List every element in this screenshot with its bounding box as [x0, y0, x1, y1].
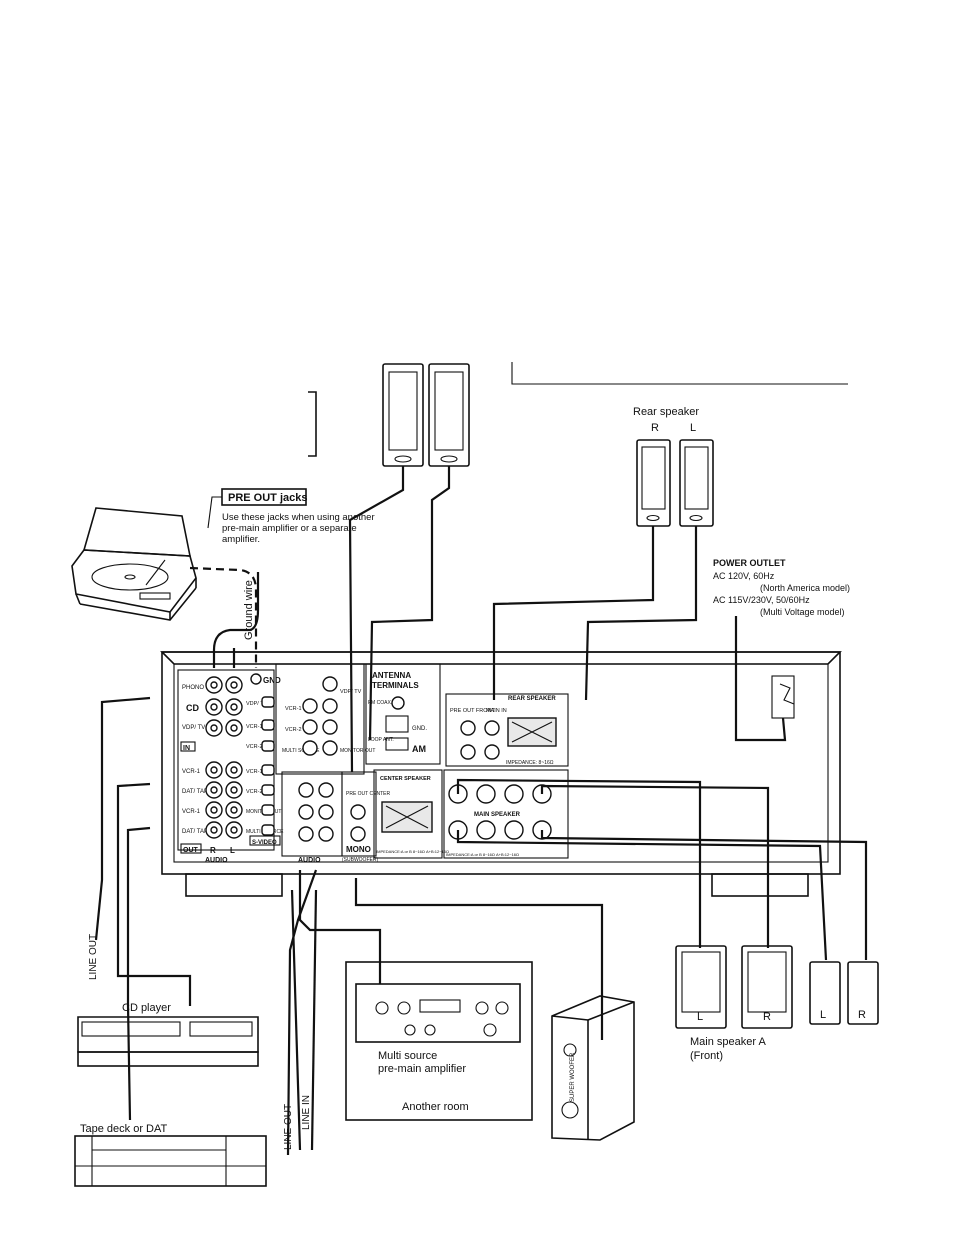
in-label: IN [183, 745, 190, 752]
vcr2-col2-label: VCR-2 [285, 727, 302, 733]
main-speaker-a-l: L [697, 1011, 703, 1023]
top-bracket [308, 362, 848, 457]
impedance-rear-label: IMPEDANCE: 8~16Ω [506, 760, 554, 766]
subwoofer-brand: SUPER WOOFER [570, 1052, 576, 1102]
power-cord-block [771, 675, 795, 719]
vcr1-label: VCR-1 [182, 769, 201, 775]
monitor-out-col2-label: MONITOR OUT [340, 748, 375, 754]
antenna-loop-label: LOOP ANT. [368, 737, 394, 743]
mono-label: MONO [346, 845, 371, 854]
pre-out-center-label: PRE OUT CENTER [346, 791, 390, 797]
line-out-left-label: LINE OUT [88, 934, 99, 980]
pre-out-callout: PRE OUT jacks Use these jacks when using… [207, 488, 375, 545]
antenna-am-label: AM [412, 744, 426, 754]
audio-label-left: AUDIO [205, 857, 228, 864]
video-jacks [261, 696, 275, 836]
pre-out-title: PRE OUT jacks [228, 492, 307, 504]
top-speaker-right [428, 363, 470, 467]
tape-deck-label: Tape deck or DAT [80, 1123, 168, 1135]
pre-out-text-2: pre-main amplifier or a separate [222, 523, 357, 534]
s-video-label: S-VIDEO [252, 840, 277, 846]
tape-deck: Tape deck or DAT [74, 1123, 267, 1187]
ground-wire [189, 566, 258, 668]
main-speakers: L R L R Main speaker A (Front) [675, 945, 879, 1062]
main-speaker-a-r: R [763, 1011, 771, 1023]
antenna-title-2: TERMINALS [372, 681, 419, 690]
vcr1-video-label: VCR-1 [246, 724, 263, 730]
power-outlet-line-1: AC 120V, 60Hz [713, 571, 775, 581]
cd-label: CD [186, 703, 199, 713]
rear-speaker-panel-label: REAR SPEAKER [508, 696, 556, 702]
video-mid-jacks [302, 676, 338, 756]
subwoofer: SUPER WOOFER [551, 995, 635, 1141]
pre-out-text-3: amplifier. [222, 534, 260, 545]
main-speaker-a-label-1: Main speaker A [690, 1036, 766, 1048]
multi-source-col2-label: MULTI SOURCE [282, 748, 320, 754]
power-outlet-line-3: AC 115V/230V, 50/60Hz [713, 595, 810, 605]
line-in-mid-label: LINE IN [301, 1095, 312, 1130]
impedance-main-label: IMPEDANCE:A or B 8~16Ω A+B:12~16Ω [446, 852, 519, 857]
rear-speaker-title: Rear speaker [633, 406, 699, 418]
vcr2-video-label: VCR-2 [246, 744, 263, 750]
another-room: Multi source pre-main amplifier Another … [345, 961, 533, 1121]
center-speaker-label: CENTER SPEAKER [380, 776, 431, 782]
mid-audio-label: AUDIO [298, 857, 321, 864]
pre-out-front-label: PRE OUT FRONT [450, 708, 495, 714]
top-speaker-left [382, 363, 424, 467]
out-l-label: L [230, 846, 235, 855]
mid-jacks [298, 782, 366, 842]
speaker-terminal-panel: PRE OUT FRONT MAIN IN REAR SPEAKER IMPED… [373, 693, 569, 859]
power-outlet-info: POWER OUTLET AC 120V, 60Hz (North Americ… [713, 558, 850, 617]
left-jacks [205, 676, 243, 839]
antenna-fm-label: FM COAX. 75Ω [368, 700, 403, 706]
power-outlet-line-4: (Multi Voltage model) [760, 607, 845, 617]
left-input-panel: GND PHONO CD VDP/ TV IN VCR-1 DAT/ TAPE … [177, 663, 375, 864]
dat-tape-label-2: DAT/ TAPE [182, 829, 212, 835]
vcr1-video-label-2: VCR-1 [246, 769, 263, 775]
power-outlet-line-2: (North America model) [760, 583, 850, 593]
cd-player: CD player [77, 1002, 259, 1067]
vcr1-col2-label: VCR-1 [285, 706, 302, 712]
multi-source-amp-2: pre-main amplifier [378, 1063, 466, 1075]
cd-player-label: CD player [122, 1002, 171, 1014]
vdp-tv-label: VDP/ TV [182, 725, 205, 731]
multi-source-amp-1: Multi source [378, 1050, 437, 1062]
main-speaker-b-r: R [858, 1009, 866, 1021]
gnd-label: GND [263, 676, 281, 685]
phono-label: PHONO [182, 685, 204, 691]
impedance-center-label: IMPEDANCE:A or B 8~16Ω A+B:12~16Ω [376, 849, 449, 854]
dat-tape-label: DAT/ TAPE [182, 789, 212, 795]
rear-speaker-l-label: L [690, 422, 696, 434]
turntable [71, 507, 197, 621]
main-speaker-a-label-2: (Front) [690, 1050, 723, 1062]
power-outlet-title: POWER OUTLET [713, 558, 786, 568]
rear-speaker-group: Rear speaker R L [633, 406, 714, 527]
antenna-gnd-label: GND. [412, 726, 427, 732]
line-out-mid-label: LINE OUT [283, 1104, 294, 1150]
another-room-label: Another room [402, 1101, 469, 1113]
main-in-label: MAIN IN [486, 708, 507, 714]
pre-out-text-1: Use these jacks when using another [222, 512, 375, 523]
ground-wire-label: Ground wire [243, 580, 255, 640]
antenna-title-1: ANTENNA [372, 671, 411, 680]
rear-speaker-r-label: R [651, 422, 659, 434]
main-speaker-b-l: L [820, 1009, 826, 1021]
wires [94, 466, 868, 1156]
vcr2-video-label-2: VCR-2 [246, 789, 263, 795]
subwoofer-label: (SUBWOOFER) [342, 857, 378, 863]
middle-audio-panel: PRE OUT CENTER MONO (SUBWOOFER) AUDIO [281, 771, 390, 864]
antenna-terminals: ANTENNA TERMINALS FM COAX. 75Ω LOOP ANT.… [365, 663, 441, 765]
receiver-rear-panel [160, 616, 842, 897]
main-speaker-label: MAIN SPEAKER [474, 812, 521, 818]
out-r-label: R [210, 846, 216, 855]
vdp-tv-video-label: VDP/ TV [246, 701, 268, 707]
vcr1-label-2: VCR-1 [182, 809, 201, 815]
out-label: OUT [183, 847, 199, 854]
